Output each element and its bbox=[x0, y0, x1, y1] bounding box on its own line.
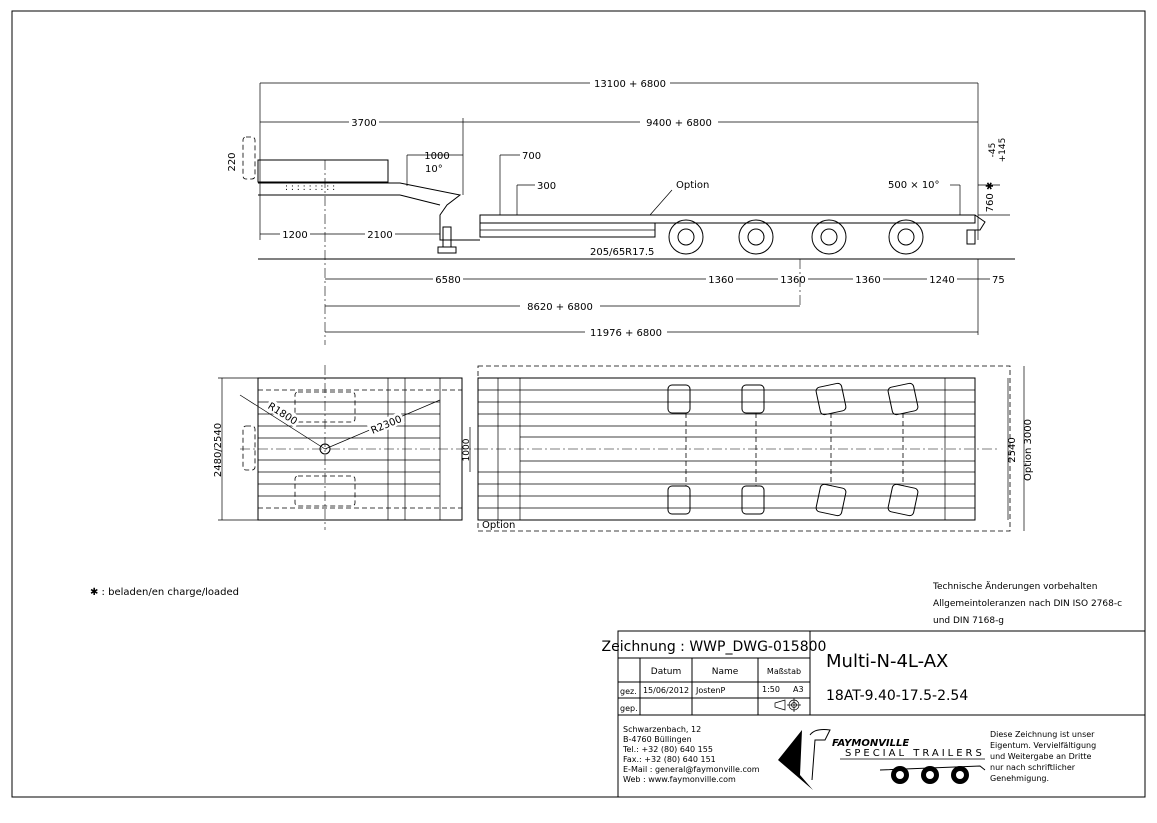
copyright-line: Genehmigung. bbox=[990, 774, 1049, 783]
address-line: Schwarzenbach, 12 bbox=[623, 725, 701, 734]
row-drawn: gez. bbox=[620, 687, 637, 696]
dim-8620: 8620 + 6800 bbox=[527, 302, 593, 313]
dim-1200: 1200 bbox=[282, 230, 307, 241]
svg-text:: : : : : : : : :: : : : : : : : : : bbox=[285, 183, 335, 193]
tyre-size: 205/65R17.5 bbox=[590, 247, 654, 258]
copyright-line: Diese Zeichnung ist unser bbox=[990, 730, 1095, 739]
drawn-name: JostenP bbox=[695, 686, 726, 695]
wheel bbox=[668, 219, 704, 255]
dim-width-rear: 2540 bbox=[1007, 437, 1018, 462]
dim-width-front: 2480/2540 bbox=[213, 423, 224, 477]
address-line: Tel.: +32 (80) 640 155 bbox=[622, 745, 713, 754]
note-line: Technische Änderungen vorbehalten bbox=[932, 581, 1097, 592]
dim-axle-spacing: 1360 bbox=[780, 275, 805, 286]
address-line: E-Mail : general@faymonville.com bbox=[623, 765, 760, 774]
address-line: B-4760 Büllingen bbox=[623, 735, 692, 744]
dim-75: 75 bbox=[992, 275, 1005, 286]
dim-220: 220 bbox=[227, 152, 238, 171]
kingpin bbox=[319, 443, 331, 455]
option-label-plan: Option bbox=[482, 520, 515, 531]
dim-option-width: Option 3000 bbox=[1023, 419, 1034, 481]
dim-tol-minus: -45 bbox=[988, 143, 998, 158]
copyright-line: nur nach schriftlicher bbox=[990, 763, 1076, 772]
paper-size: A3 bbox=[793, 685, 804, 694]
faymonville-logo: FAYMONVILLE SPECIAL TRAILERS bbox=[778, 729, 986, 790]
dim-axle-spacing: 1360 bbox=[708, 275, 733, 286]
gooseneck-headboard bbox=[257, 159, 389, 183]
drawn-date: 15/06/2012 bbox=[643, 686, 689, 695]
copyright-line: Eigentum. Vervielfältigung bbox=[990, 741, 1096, 750]
model-name: Multi-N-4L-AX bbox=[826, 651, 948, 672]
landing-leg bbox=[442, 226, 452, 248]
wheel bbox=[888, 219, 924, 255]
spare-wheel-outline bbox=[242, 136, 256, 180]
projection-symbol-icon bbox=[774, 698, 801, 712]
footnote-loaded: ✱ : beladen/en charge/loaded bbox=[90, 587, 239, 598]
model-spec: 18AT-9.40-17.5-2.54 bbox=[826, 688, 968, 704]
dim-1240: 1240 bbox=[929, 275, 954, 286]
main-deck bbox=[479, 214, 976, 224]
copyright-line: und Weitergabe an Dritte bbox=[990, 752, 1092, 761]
dim-bed-length: 9400 + 6800 bbox=[646, 118, 712, 129]
address-line: Web : www.faymonville.com bbox=[623, 775, 736, 784]
scale-value: 1:50 bbox=[762, 685, 780, 694]
dim-angle: 10° bbox=[425, 164, 443, 175]
dim-1000: 1000 bbox=[424, 151, 449, 162]
plan-view: 2480/2540 R1800 R2300 bbox=[213, 365, 1034, 532]
drawing-frame bbox=[11, 10, 1146, 798]
axle-group bbox=[668, 219, 924, 255]
option-label-side: Option bbox=[676, 180, 709, 191]
col-scale: Maßstab bbox=[767, 667, 801, 676]
col-name: Name bbox=[712, 667, 739, 677]
rear-ramp bbox=[974, 214, 986, 231]
dim-gooseneck-length: 3700 bbox=[351, 118, 376, 129]
wheel bbox=[811, 219, 847, 255]
option-width-outline bbox=[477, 365, 1011, 532]
side-view: 13100 + 6800 3700 9400 + 6800 220 : : : … bbox=[227, 77, 1015, 345]
note-line: Allgemeintoleranzen nach DIN ISO 2768-c bbox=[933, 599, 1122, 609]
plan-axles bbox=[667, 382, 919, 517]
wheel bbox=[738, 219, 774, 255]
dim-300: 300 bbox=[537, 181, 556, 192]
col-date: Datum bbox=[651, 667, 681, 677]
drawing-number: Zeichnung : WWP_DWG-015800 bbox=[602, 639, 827, 655]
dim-tol-plus: +145 bbox=[998, 138, 1008, 163]
dim-ramp: 500 × 10° bbox=[888, 180, 940, 191]
dim-2100: 2100 bbox=[367, 230, 392, 241]
row-checked: gep. bbox=[620, 704, 638, 713]
logo-subtitle: SPECIAL TRAILERS bbox=[845, 748, 985, 759]
note-line: und DIN 7168-g bbox=[933, 616, 1004, 626]
logo-name: FAYMONVILLE bbox=[832, 738, 909, 749]
dim-700: 700 bbox=[522, 151, 541, 162]
title-block: Zeichnung : WWP_DWG-015800 Datum Name Ma… bbox=[602, 630, 1146, 798]
dim-6580: 6580 bbox=[435, 275, 460, 286]
dim-overall-length: 13100 + 6800 bbox=[594, 79, 666, 90]
gooseneck-frame bbox=[258, 182, 480, 241]
dim-deck-height: 760 ✱ bbox=[985, 182, 996, 213]
address-line: Fax.: +32 (80) 640 151 bbox=[623, 755, 716, 764]
gooseneck-plan bbox=[257, 377, 463, 521]
dim-axle-spacing: 1360 bbox=[855, 275, 880, 286]
dim-11976: 11976 + 6800 bbox=[590, 328, 662, 339]
dim-1000-plan: 1000 bbox=[462, 438, 472, 461]
